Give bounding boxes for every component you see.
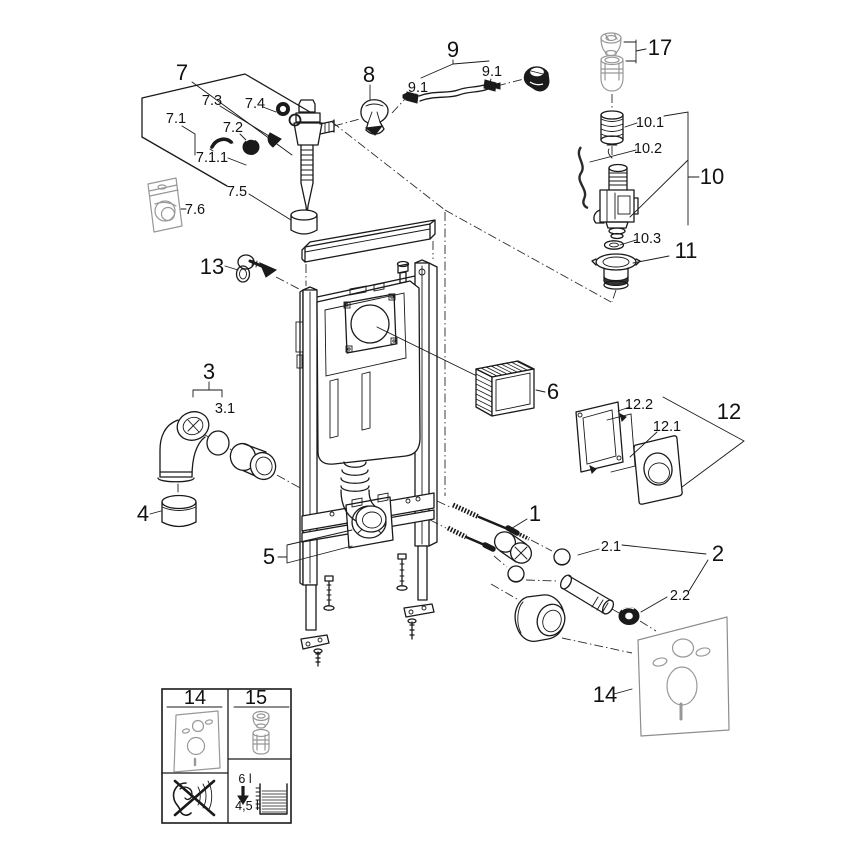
dome-cap-1 xyxy=(553,548,571,566)
label-9: 9 xyxy=(447,37,459,62)
part-7-3-cone xyxy=(267,132,282,148)
label-2-2: 2.2 xyxy=(670,588,690,604)
ear-noise-icon xyxy=(172,779,216,817)
box-ribs xyxy=(475,360,533,413)
label-1: 1 xyxy=(529,501,541,526)
label-2: 2 xyxy=(712,541,724,566)
part-8-bracket-group: 8 xyxy=(360,62,389,136)
part-7-6-seal-bag xyxy=(147,177,183,233)
label-13: 13 xyxy=(200,254,224,279)
wc-socket xyxy=(514,594,566,642)
tank-level-icon xyxy=(255,783,288,815)
label-10-3: 10.3 xyxy=(633,231,661,247)
part-2-connection-set-group: 2.1 2 2.2 xyxy=(507,539,724,642)
part-12-1-push-plate xyxy=(633,435,683,505)
cistern-tank xyxy=(316,260,421,533)
label-7: 7 xyxy=(176,60,188,85)
part-13-wall-anchor-group: 13 xyxy=(200,254,278,283)
part-9-hose-group: 9 9.1 9.1 xyxy=(402,37,550,104)
part-10-3-seal xyxy=(603,240,625,250)
label-7-6: 7.6 xyxy=(185,202,205,218)
rod-sleeve xyxy=(493,531,533,564)
reduced-flush-label: 4,5 l xyxy=(235,799,259,813)
label-9-1-right: 9.1 xyxy=(482,64,502,80)
label-4: 4 xyxy=(137,501,149,526)
left-foot xyxy=(300,575,335,667)
connection-pipe xyxy=(559,574,615,615)
flush-volume-icon: 6 l 4,5 l xyxy=(235,772,288,815)
label-3-1: 3.1 xyxy=(215,401,235,417)
legend-header-14: 14 xyxy=(184,687,206,709)
label-12-1: 12.1 xyxy=(653,419,681,435)
part-4-cap: 4 xyxy=(137,483,197,528)
window-corner-screws xyxy=(343,293,398,353)
part-6-protection-box-group: 6 xyxy=(475,360,559,417)
spacer-outline xyxy=(606,413,636,473)
part-11-outlet-flange xyxy=(591,253,641,290)
part-7-valve-body xyxy=(293,99,335,215)
part-17-group: 17 xyxy=(600,32,672,92)
hose-fitting-right xyxy=(483,79,497,92)
insulation-mat-icon xyxy=(173,710,221,773)
label-3: 3 xyxy=(203,359,215,384)
part-15-icon xyxy=(252,710,270,755)
water-inlet-fitting xyxy=(396,260,410,284)
label-12: 12 xyxy=(717,399,741,424)
part-10-1-bellows xyxy=(600,110,624,146)
label-14: 14 xyxy=(593,682,617,707)
wall-rail xyxy=(301,219,436,263)
part-7-1-clip xyxy=(209,137,234,152)
label-7-5: 7.5 xyxy=(227,184,247,200)
right-foot xyxy=(396,545,435,640)
label-7-2: 7.2 xyxy=(223,120,243,136)
full-flush-label: 6 l xyxy=(238,772,251,786)
label-8: 8 xyxy=(363,62,375,87)
part-17-cap xyxy=(600,32,622,57)
part-7-2-cap xyxy=(242,138,260,155)
part-5-callout: 5 xyxy=(263,529,353,569)
part-1-threaded-rods-group: 1 xyxy=(446,501,541,564)
label-10: 10 xyxy=(700,164,724,189)
label-7-1: 7.1 xyxy=(166,111,186,127)
part-10-2-wire xyxy=(577,146,589,210)
angle-valve xyxy=(523,66,550,92)
label-10-1: 10.1 xyxy=(636,115,664,131)
elbow-pipe xyxy=(157,411,210,483)
label-9-1-left: 9.1 xyxy=(408,80,428,96)
label-12-2: 12.2 xyxy=(625,397,653,413)
part-12-actuation-group: 12.2 12.1 12 xyxy=(575,396,745,505)
part-3-1-seal xyxy=(206,430,230,456)
legend-header-15: 15 xyxy=(245,687,267,709)
flush-bend xyxy=(340,461,387,533)
part-7-filling-valve-group: 7 7.3 7.4 7.1 7.2 7.1.1 7.5 7.6 xyxy=(141,60,335,235)
part-17-sleeve xyxy=(600,54,624,92)
label-7-4: 7.4 xyxy=(245,96,265,112)
label-17: 17 xyxy=(648,35,672,60)
part-7-5-cylinder xyxy=(290,209,318,235)
label-5: 5 xyxy=(263,544,275,569)
part-3-outlet-elbow-group: 3 3.1 4 xyxy=(137,359,277,528)
label-7-1-1: 7.1.1 xyxy=(196,150,228,166)
part-12-2-mounting-frame xyxy=(575,401,627,474)
installation-frame-group: 5 xyxy=(263,219,480,667)
dome-cap-2 xyxy=(507,565,525,583)
label-11: 11 xyxy=(675,238,698,263)
part-14-insulation-mat-group: 14 xyxy=(593,616,730,737)
connector-sleeve xyxy=(229,442,277,481)
part-2-2-seal-ring xyxy=(618,607,640,625)
part-10-flush-valve-group: 10.1 10.2 10 10.3 11 xyxy=(577,110,724,290)
left-upright xyxy=(295,286,318,586)
label-10-2: 10.2 xyxy=(634,141,662,157)
label-2-1: 2.1 xyxy=(601,539,621,555)
label-6: 6 xyxy=(547,379,559,404)
leader-to-part-6 xyxy=(376,326,480,378)
label-7-3: 7.3 xyxy=(202,93,222,109)
part-10-valve-mechanism xyxy=(593,148,639,240)
construction-lines xyxy=(204,78,709,689)
legend-table: 14 15 xyxy=(161,687,292,824)
